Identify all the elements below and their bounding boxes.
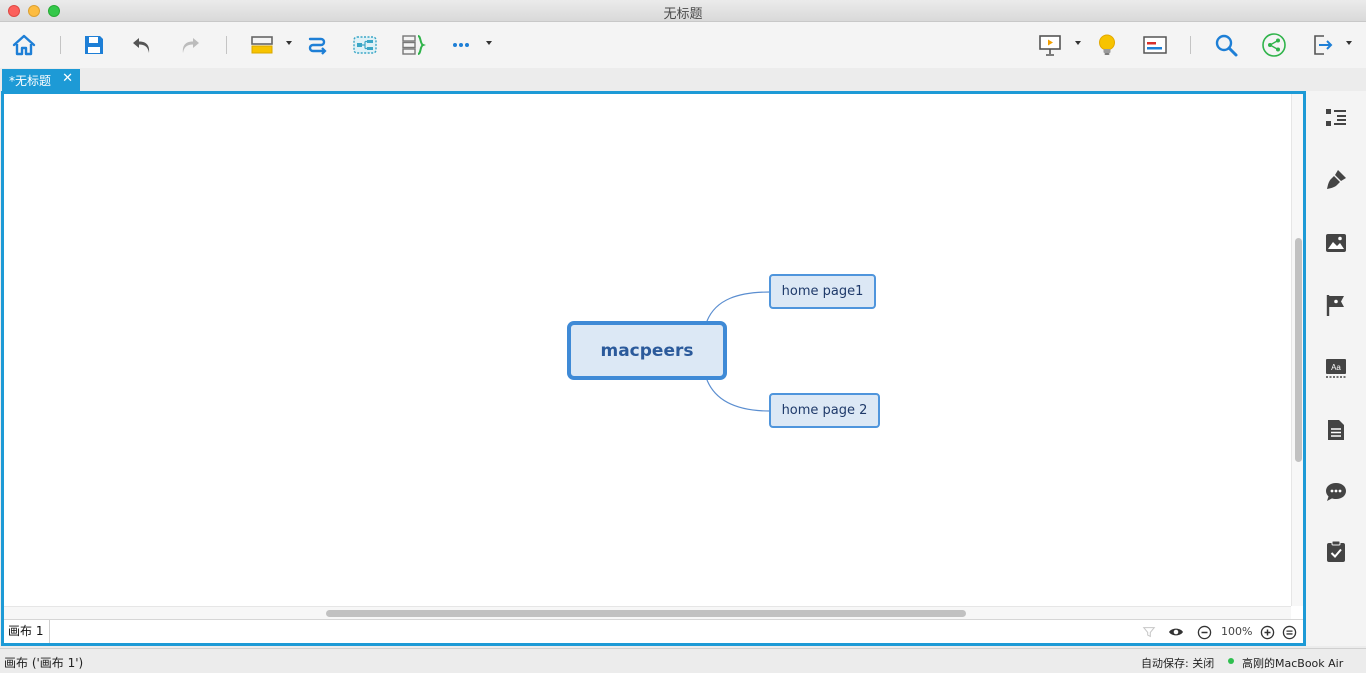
home-button[interactable] xyxy=(9,30,39,60)
save-button[interactable] xyxy=(79,30,109,60)
topic-home-page-1[interactable]: home page1 xyxy=(769,274,876,309)
export-dropdown[interactable] xyxy=(1346,41,1352,45)
window-close-button[interactable] xyxy=(8,5,20,17)
format-icon xyxy=(1327,170,1346,189)
more-button[interactable] xyxy=(446,30,476,60)
task-panel-button[interactable] xyxy=(1323,538,1349,564)
format-panel-button[interactable] xyxy=(1323,167,1349,193)
style-panel-button[interactable]: Aa xyxy=(1323,355,1349,381)
image-panel-button[interactable] xyxy=(1323,230,1349,256)
marker-panel-button[interactable] xyxy=(1323,292,1349,318)
topic-home-page-2[interactable]: home page 2 xyxy=(769,393,880,428)
gantt-icon xyxy=(1143,36,1167,54)
export-icon xyxy=(1314,35,1333,55)
central-topic[interactable]: macpeers xyxy=(567,321,727,380)
undo-icon xyxy=(133,38,150,53)
notes-icon xyxy=(1328,420,1344,440)
topic-style-icon xyxy=(251,36,273,54)
sheet-bar: 画布 1 100% xyxy=(4,619,1303,643)
sheet-tab[interactable]: 画布 1 xyxy=(4,620,50,643)
gantt-button[interactable] xyxy=(1140,30,1170,60)
user-device-name[interactable]: 高刚的MacBook Air xyxy=(1242,657,1344,670)
vertical-scrollbar[interactable] xyxy=(1291,94,1303,606)
boundary-button[interactable] xyxy=(350,30,380,60)
horizontal-scrollbar[interactable] xyxy=(4,606,1291,619)
connector-lines xyxy=(706,291,771,412)
online-status-icon xyxy=(1228,658,1234,664)
export-button[interactable] xyxy=(1308,30,1338,60)
fit-map-button[interactable] xyxy=(1281,624,1297,640)
summary-icon xyxy=(402,35,426,55)
save-icon xyxy=(85,36,103,54)
presentation-button[interactable] xyxy=(1035,30,1065,60)
topic-style-button[interactable] xyxy=(247,30,277,60)
outline-icon xyxy=(1326,109,1346,126)
boundary-icon xyxy=(353,36,377,54)
undo-button[interactable] xyxy=(127,30,157,60)
brainstorm-button[interactable] xyxy=(1092,30,1122,60)
horizontal-scroll-thumb[interactable] xyxy=(326,610,966,617)
document-tab[interactable]: *无标题 ✕ xyxy=(2,69,80,91)
comments-icon xyxy=(1326,483,1346,501)
marker-icon xyxy=(1326,295,1344,316)
canvas-frame: macpeers home page1 home page 2 画布 1 xyxy=(1,91,1306,646)
notes-panel-button[interactable] xyxy=(1323,417,1349,443)
presentation-icon xyxy=(1039,35,1061,56)
summary-button[interactable] xyxy=(398,30,428,60)
share-icon xyxy=(1262,33,1286,57)
zoom-in-icon xyxy=(1260,625,1274,639)
brainstorm-icon xyxy=(1099,34,1115,55)
toolbar-separator xyxy=(1190,36,1191,54)
document-tab-label: *无标题 xyxy=(9,73,52,88)
toolbar-separator xyxy=(226,36,227,54)
svg-text:Aa: Aa xyxy=(1331,363,1341,372)
status-sheet-info: 画布 ('画布 1') xyxy=(4,656,84,670)
redo-button[interactable] xyxy=(175,30,205,60)
fit-map-icon xyxy=(1282,625,1296,639)
redo-icon xyxy=(182,38,199,53)
eye-icon xyxy=(1169,628,1183,636)
share-button[interactable] xyxy=(1259,30,1289,60)
window-title: 无标题 xyxy=(663,7,703,22)
window-minimize-button[interactable] xyxy=(28,5,40,17)
more-icon xyxy=(453,43,469,47)
presentation-dropdown[interactable] xyxy=(1075,41,1081,45)
tab-close-icon[interactable]: ✕ xyxy=(62,71,73,86)
view-button[interactable] xyxy=(1168,624,1184,640)
toolbar-separator xyxy=(60,36,61,54)
style-text-icon: Aa xyxy=(1326,359,1346,378)
window-zoom-button[interactable] xyxy=(48,5,60,17)
toolbar xyxy=(0,22,1366,68)
connector-topic-2 xyxy=(706,379,771,412)
search-button[interactable] xyxy=(1211,30,1241,60)
outline-panel-button[interactable] xyxy=(1323,105,1349,131)
relationship-icon xyxy=(308,37,327,55)
topic-style-dropdown[interactable] xyxy=(286,41,292,45)
status-bar: 画布 ('画布 1') 自动保存: 关闭 高刚的MacBook Air xyxy=(0,648,1366,673)
search-icon xyxy=(1215,34,1238,57)
right-side-panel: Aa xyxy=(1306,91,1366,646)
task-icon xyxy=(1327,540,1345,562)
filter-button[interactable] xyxy=(1141,624,1157,640)
document-tab-strip: *无标题 ✕ xyxy=(0,68,1306,91)
title-bar: 无标题 xyxy=(0,0,1366,22)
comments-panel-button[interactable] xyxy=(1323,479,1349,505)
vertical-scroll-thumb[interactable] xyxy=(1295,238,1302,462)
zoom-out-button[interactable] xyxy=(1196,624,1212,640)
zoom-out-icon xyxy=(1197,625,1211,639)
relationship-button[interactable] xyxy=(302,30,332,60)
zoom-in-button[interactable] xyxy=(1259,624,1275,640)
filter-icon xyxy=(1142,627,1156,638)
connector-topic-1 xyxy=(706,291,771,322)
more-dropdown[interactable] xyxy=(486,41,492,45)
zoom-level: 100% xyxy=(1221,625,1253,638)
mindmap-canvas[interactable]: macpeers home page1 home page 2 xyxy=(4,94,1291,606)
autosave-status[interactable]: 自动保存: 关闭 xyxy=(1141,657,1215,670)
home-icon xyxy=(12,34,36,56)
image-icon xyxy=(1326,234,1346,252)
